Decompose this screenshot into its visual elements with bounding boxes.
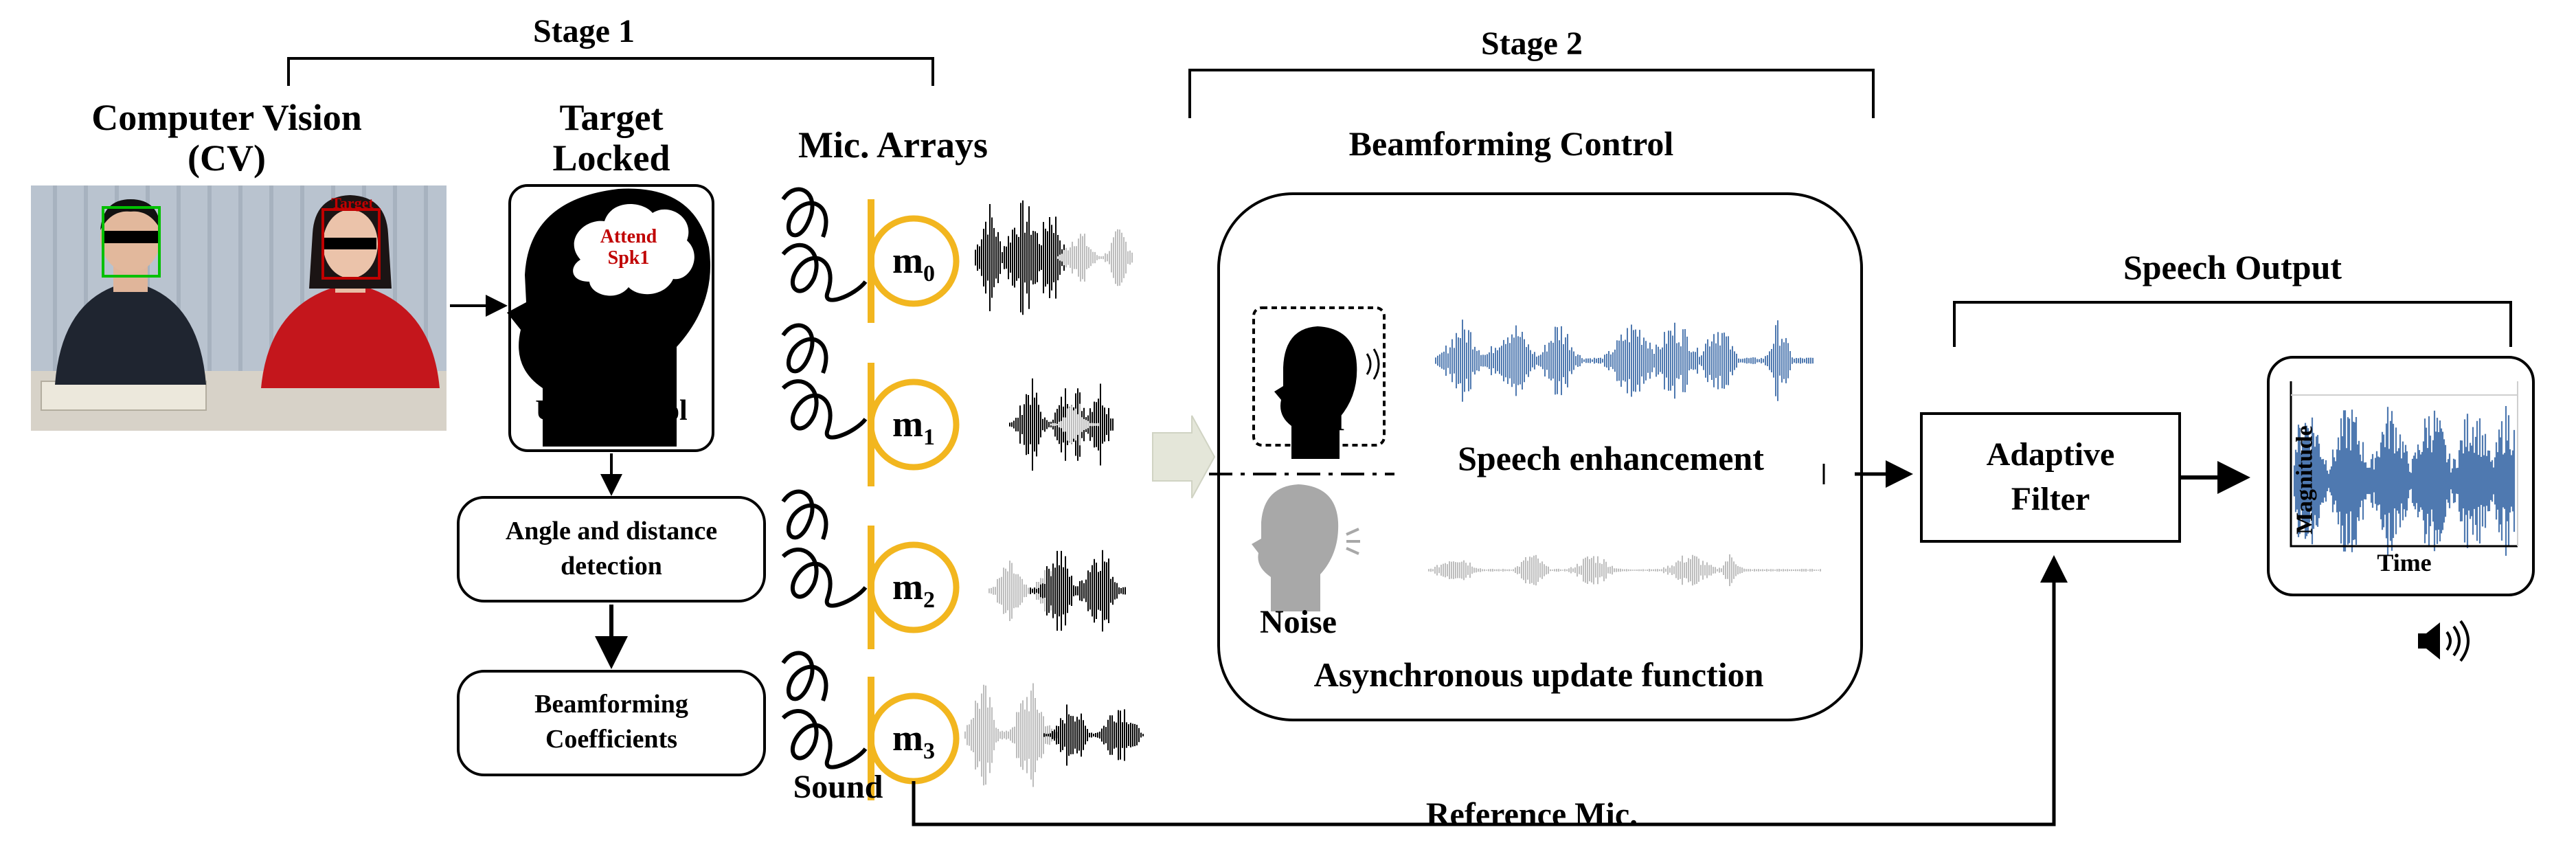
user-control-label: User control	[535, 395, 688, 427]
mic-circles	[868, 199, 960, 800]
target-locked-title: Target Locked	[508, 97, 714, 179]
speaker-volume-icon	[2418, 620, 2470, 662]
async-update-label: Asynchronous update function	[1313, 655, 1764, 694]
reference-mic-line	[912, 555, 2068, 826]
mic-wave-3-black	[1043, 704, 1144, 766]
soi-dashed-box	[1252, 306, 1386, 447]
brain-text-line2: Spk1	[607, 247, 650, 269]
mic-wave-0-black	[975, 200, 1071, 315]
mic-label-3: m3	[892, 717, 935, 764]
mic-wave-0-gray	[1057, 229, 1133, 286]
adaptive-line2: Filter	[2011, 480, 2090, 517]
beamforming-title: Beamforming Control	[1348, 124, 1674, 163]
camera-image	[31, 185, 447, 431]
mic-label-2: m2	[892, 566, 935, 613]
mic-label-1: m1	[892, 403, 935, 450]
big-arrow	[1152, 415, 1216, 499]
sound-wave-squiggles	[781, 187, 868, 769]
cv-title-line1: Computer Vision	[91, 97, 362, 138]
stage1-bracket	[287, 57, 934, 86]
speech-output-bracket	[1953, 301, 2512, 347]
reference-mic-label: Reference Mic.	[1425, 796, 1638, 833]
stage2-bracket	[1188, 69, 1875, 118]
adaptive-filter-text: Adaptive Filter	[1920, 433, 2181, 522]
coefficients-text: Beamforming Coefficients	[457, 687, 766, 758]
coefficients-box	[457, 670, 766, 776]
target-locked-box	[508, 184, 714, 452]
output-plot-axes	[2290, 381, 2518, 548]
angle-line1: Angle and distance	[505, 517, 718, 545]
speech-enhancement-label: Speech enhancement	[1458, 439, 1764, 477]
soi-waveform	[1435, 319, 1814, 402]
speech-output-box	[2267, 356, 2535, 596]
soi-label: SOI	[1293, 403, 1345, 437]
speech-output-title: Speech Output	[2123, 248, 2342, 286]
brain-text-line1: Attend	[600, 226, 657, 247]
cv-title: Computer Vision (CV)	[69, 97, 385, 179]
time-axis-label: Time	[2377, 549, 2432, 576]
mic-wave-2-gray	[988, 561, 1064, 621]
angle-line2: detection	[561, 552, 662, 581]
coefficients-line2: Coefficients	[545, 725, 678, 754]
soi-speaker-icon	[1274, 326, 1380, 459]
stage1-title: Stage 1	[533, 13, 635, 49]
noise-waveform	[1428, 554, 1821, 587]
face-box-target	[321, 208, 381, 280]
noise-speaker-icon	[1252, 484, 1360, 611]
sound-label: Sound	[793, 769, 883, 805]
beamforming-box	[1217, 192, 1863, 721]
head-brain-icon	[507, 188, 711, 447]
adaptive-filter-box	[1920, 412, 2181, 543]
mic-wave-2-black	[1030, 550, 1126, 632]
stage2-title: Stage 2	[1481, 25, 1583, 62]
angle-distance-box	[457, 496, 766, 602]
brain-text: Attend Spk1	[594, 226, 663, 269]
adaptive-line1: Adaptive	[1986, 436, 2115, 473]
mic-wave-1-gray	[1050, 403, 1099, 446]
noise-label: Noise	[1260, 604, 1337, 640]
mic-label-0: m0	[892, 240, 935, 286]
target-locked-line1: Target	[559, 97, 664, 138]
coefficients-line1: Beamforming	[534, 690, 688, 719]
angle-distance-text: Angle and distance detection	[457, 514, 766, 585]
target-locked-line2: Locked	[552, 137, 670, 179]
output-plot-grid	[2291, 381, 2518, 546]
magnitude-axis-label: Magnitude	[2292, 425, 2318, 535]
mic-arrays-title: Mic. Arrays	[798, 124, 988, 166]
face-box-spk1	[102, 206, 161, 278]
cv-title-line2: (CV)	[188, 137, 266, 179]
output-waveform	[2293, 406, 2516, 556]
target-tag: Target	[331, 194, 374, 212]
waveform-layer	[964, 200, 2518, 787]
